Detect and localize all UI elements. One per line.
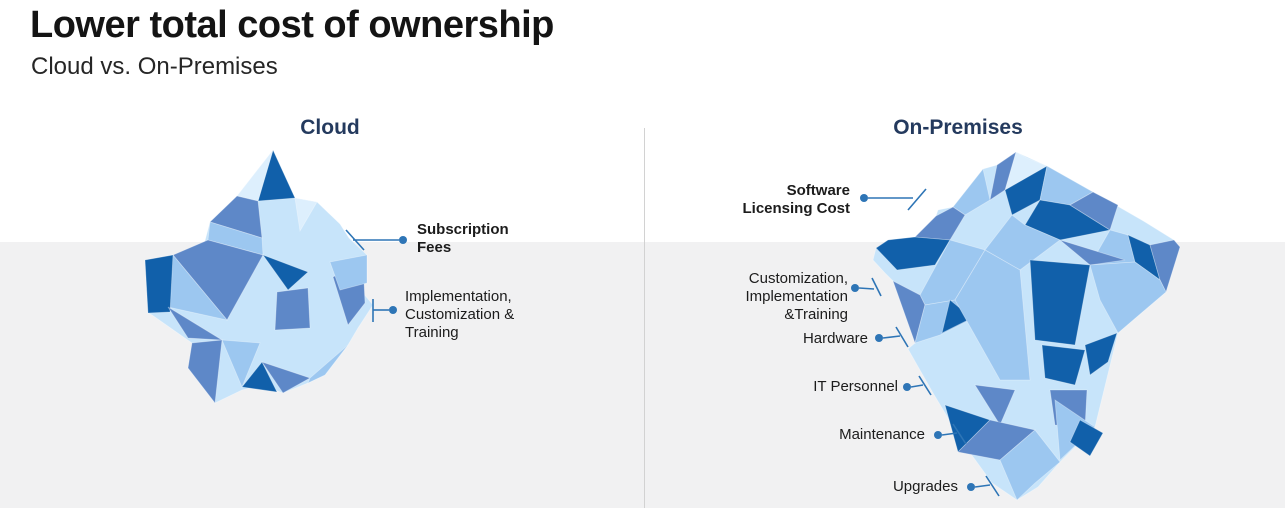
label-line: Customization, [748,270,848,287]
label-subscription-fees: Subscription Fees [417,221,509,257]
label-line: Subscription [417,221,509,238]
label-line: Upgrades [892,478,958,495]
label-customization-implementation-training: Customization, Implementation &Training [688,270,848,324]
label-line: Hardware [802,330,868,347]
label-line: Licensing Cost [742,200,850,217]
label-line: Implementation, [405,288,512,305]
label-line: Training [405,324,459,341]
label-line: Implementation [745,288,848,305]
label-software-licensing-cost: Software Licensing Cost [690,182,850,218]
section-divider [644,128,645,508]
label-hardware: Hardware [708,330,868,348]
label-line: Software [786,182,850,199]
label-line: IT Personnel [813,378,898,395]
label-line: &Training [784,306,848,323]
slide-title: Lower total cost of ownership [30,4,554,46]
onprem-iceberg-graphic [872,151,1181,501]
cloud-iceberg-facets [144,148,374,405]
label-maintenance: Maintenance [765,426,925,444]
cloud-iceberg-graphic [144,148,374,405]
onprem-section-heading: On-Premises [893,116,1023,139]
onprem-iceberg-facets [872,151,1181,501]
label-upgrades: Upgrades [798,478,958,496]
slide-subtitle: Cloud vs. On-Premises [31,53,278,80]
label-it-personnel: IT Personnel [738,378,898,396]
label-implementation-customization-training: Implementation, Customization & Training [405,288,514,342]
label-line: Maintenance [839,426,925,443]
label-line: Fees [417,239,452,256]
cloud-section-heading: Cloud [300,116,360,139]
label-line: Customization & [405,306,515,323]
